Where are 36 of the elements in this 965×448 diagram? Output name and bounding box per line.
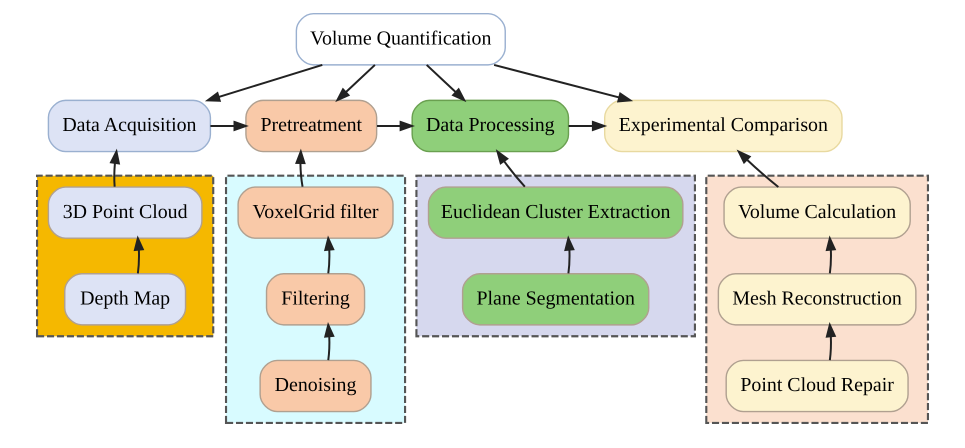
arrow	[496, 149, 526, 188]
arrow	[826, 322, 836, 360]
node-box: Volume Calculation	[723, 186, 911, 239]
node-box: Pretreatment	[245, 100, 378, 152]
cluster	[36, 174, 214, 338]
node-box: VoxelGrid filter	[237, 186, 394, 239]
node-box: Point Cloud Repair	[725, 360, 909, 412]
node-box: Data Acquisition	[48, 100, 212, 152]
node-box: Volume Quantification	[296, 13, 506, 66]
node-box: Euclidean Cluster Extraction	[428, 186, 684, 239]
node-box: Filtering	[266, 273, 366, 326]
arrow	[377, 120, 415, 132]
arrow	[426, 64, 466, 102]
arrow	[494, 64, 634, 102]
node-box: Plane Segmentation	[462, 273, 650, 326]
node-box: Denoising	[259, 360, 372, 412]
arrow	[826, 235, 836, 274]
cluster	[224, 174, 406, 424]
arrow	[324, 235, 335, 274]
arrow	[335, 64, 376, 102]
arrow	[295, 148, 306, 187]
cluster	[705, 174, 930, 424]
node-box: 3D Point Cloud	[48, 186, 203, 239]
arrow	[568, 120, 608, 132]
arrow	[210, 120, 249, 132]
cluster	[415, 174, 696, 338]
arrow	[736, 150, 779, 188]
arrow	[134, 235, 144, 274]
arrow	[324, 322, 335, 360]
arrow	[564, 235, 575, 274]
arrow	[204, 64, 323, 102]
node-box: Data Processing	[411, 100, 570, 152]
node-box: Depth Map	[64, 273, 186, 326]
node-box: Mesh Reconstruction	[718, 273, 917, 326]
node-box: Experimental Comparison	[604, 100, 843, 152]
arrow	[109, 148, 120, 187]
